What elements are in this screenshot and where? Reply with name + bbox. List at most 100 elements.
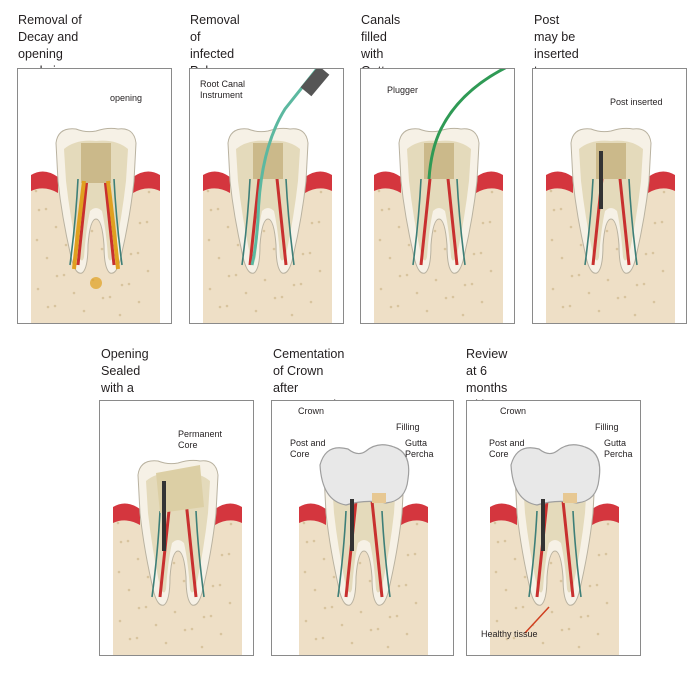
- gum-right: [133, 171, 160, 193]
- infected-pulp: [72, 180, 120, 270]
- bone-speck: [496, 540, 500, 544]
- bone-speck: [318, 269, 322, 273]
- tooth-illustration: [31, 127, 160, 323]
- label-post-inserted: Post inserted: [610, 97, 663, 107]
- bone-speck: [586, 614, 590, 618]
- bone-speck: [137, 300, 141, 304]
- bone-speck: [322, 557, 326, 561]
- bone-speck: [129, 252, 133, 256]
- canal-edge-right: [195, 510, 205, 598]
- label-post-and-core: Post and Core: [290, 438, 326, 459]
- bone-speck: [310, 221, 314, 225]
- bone-speck: [227, 274, 231, 278]
- bone-speck: [146, 269, 150, 273]
- bone-speck: [108, 295, 112, 299]
- bone-speck: [46, 305, 50, 309]
- bone-speck: [595, 583, 599, 587]
- bone-speck: [494, 570, 498, 574]
- bone-speck: [495, 619, 499, 623]
- bone-speck: [605, 229, 609, 233]
- bone-speck: [444, 296, 448, 300]
- label-crown: Crown: [298, 406, 325, 416]
- bone-speck: [368, 579, 372, 583]
- step-1-panel: opening: [17, 68, 172, 324]
- bone-speck: [504, 588, 508, 592]
- label-gutta-percha: Gutta Percha: [405, 438, 434, 459]
- bone-speck: [292, 283, 296, 287]
- bone-speck: [615, 247, 619, 251]
- bone-speck: [209, 208, 213, 212]
- filling: [372, 493, 386, 503]
- bone-speck: [236, 243, 240, 247]
- label-healthy-tissue: Healthy tissue: [481, 629, 538, 639]
- bone-speck: [661, 269, 665, 273]
- bone-speck: [53, 304, 57, 308]
- bone-speck: [472, 252, 476, 256]
- step-2-panel: Root Canal Instrument: [189, 68, 344, 324]
- bone-speck: [206, 189, 210, 193]
- root-canal-instrument: [250, 69, 319, 266]
- bone-speck: [568, 304, 572, 308]
- gum-right: [215, 503, 242, 525]
- bone-speck: [652, 300, 656, 304]
- bone-speck: [154, 623, 158, 627]
- bone-speck: [319, 190, 323, 194]
- bone-speck: [72, 291, 76, 295]
- bone-speck: [481, 221, 485, 225]
- bone-speck: [119, 540, 123, 544]
- bone-speck: [301, 252, 305, 256]
- bone-speck: [387, 207, 391, 211]
- bone-speck: [642, 282, 646, 286]
- gum-left: [299, 503, 326, 525]
- bone-speck: [587, 291, 591, 295]
- gum-left: [490, 503, 517, 525]
- bone-speck: [623, 295, 627, 299]
- bone-speck: [244, 291, 248, 295]
- bone-speck: [350, 641, 354, 645]
- bone-speck: [597, 553, 601, 557]
- bone-speck: [523, 575, 527, 579]
- bone-speck: [376, 627, 380, 631]
- dentin: [579, 140, 643, 261]
- bone-speck: [117, 570, 121, 574]
- bone-speck: [218, 305, 222, 309]
- opening: [81, 143, 111, 183]
- bone-speck: [415, 522, 419, 526]
- bone-speck: [396, 304, 400, 308]
- crown: [319, 444, 410, 506]
- bone-speck: [493, 521, 497, 525]
- bone-speck: [182, 579, 186, 583]
- bone-speck: [505, 637, 509, 641]
- bone-speck: [404, 583, 408, 587]
- bone-speck: [579, 615, 583, 619]
- bone-speck: [183, 628, 187, 632]
- bone-speck: [513, 557, 517, 561]
- bone-speck: [550, 610, 554, 614]
- bone-speck: [127, 282, 131, 286]
- pointer-healthy-tissue: [524, 606, 550, 634]
- dentin: [236, 140, 300, 261]
- bone-speck: [378, 238, 382, 242]
- bone-speck: [406, 553, 410, 557]
- bone-speck: [514, 606, 518, 610]
- bone-speck: [560, 628, 564, 632]
- canal-edge-right: [285, 178, 295, 266]
- bone-speck: [136, 557, 140, 561]
- bone-speck: [633, 313, 637, 317]
- bone-speck: [551, 287, 555, 291]
- tooth-illustration: [490, 444, 619, 655]
- bone-speck: [395, 614, 399, 618]
- bone-speck: [127, 588, 131, 592]
- canal-edge-right: [381, 510, 391, 598]
- tooth-group: [546, 127, 675, 323]
- label-opening: opening: [110, 93, 143, 103]
- bone-speck: [200, 645, 204, 649]
- bone-speck: [577, 645, 581, 649]
- gum-left: [113, 503, 140, 525]
- bone-speck: [443, 247, 447, 251]
- label-crown: Crown: [500, 406, 527, 416]
- bone-speck: [302, 521, 306, 525]
- bone-speck: [202, 615, 206, 619]
- bone-speck: [604, 552, 608, 556]
- bone-speck: [164, 641, 168, 645]
